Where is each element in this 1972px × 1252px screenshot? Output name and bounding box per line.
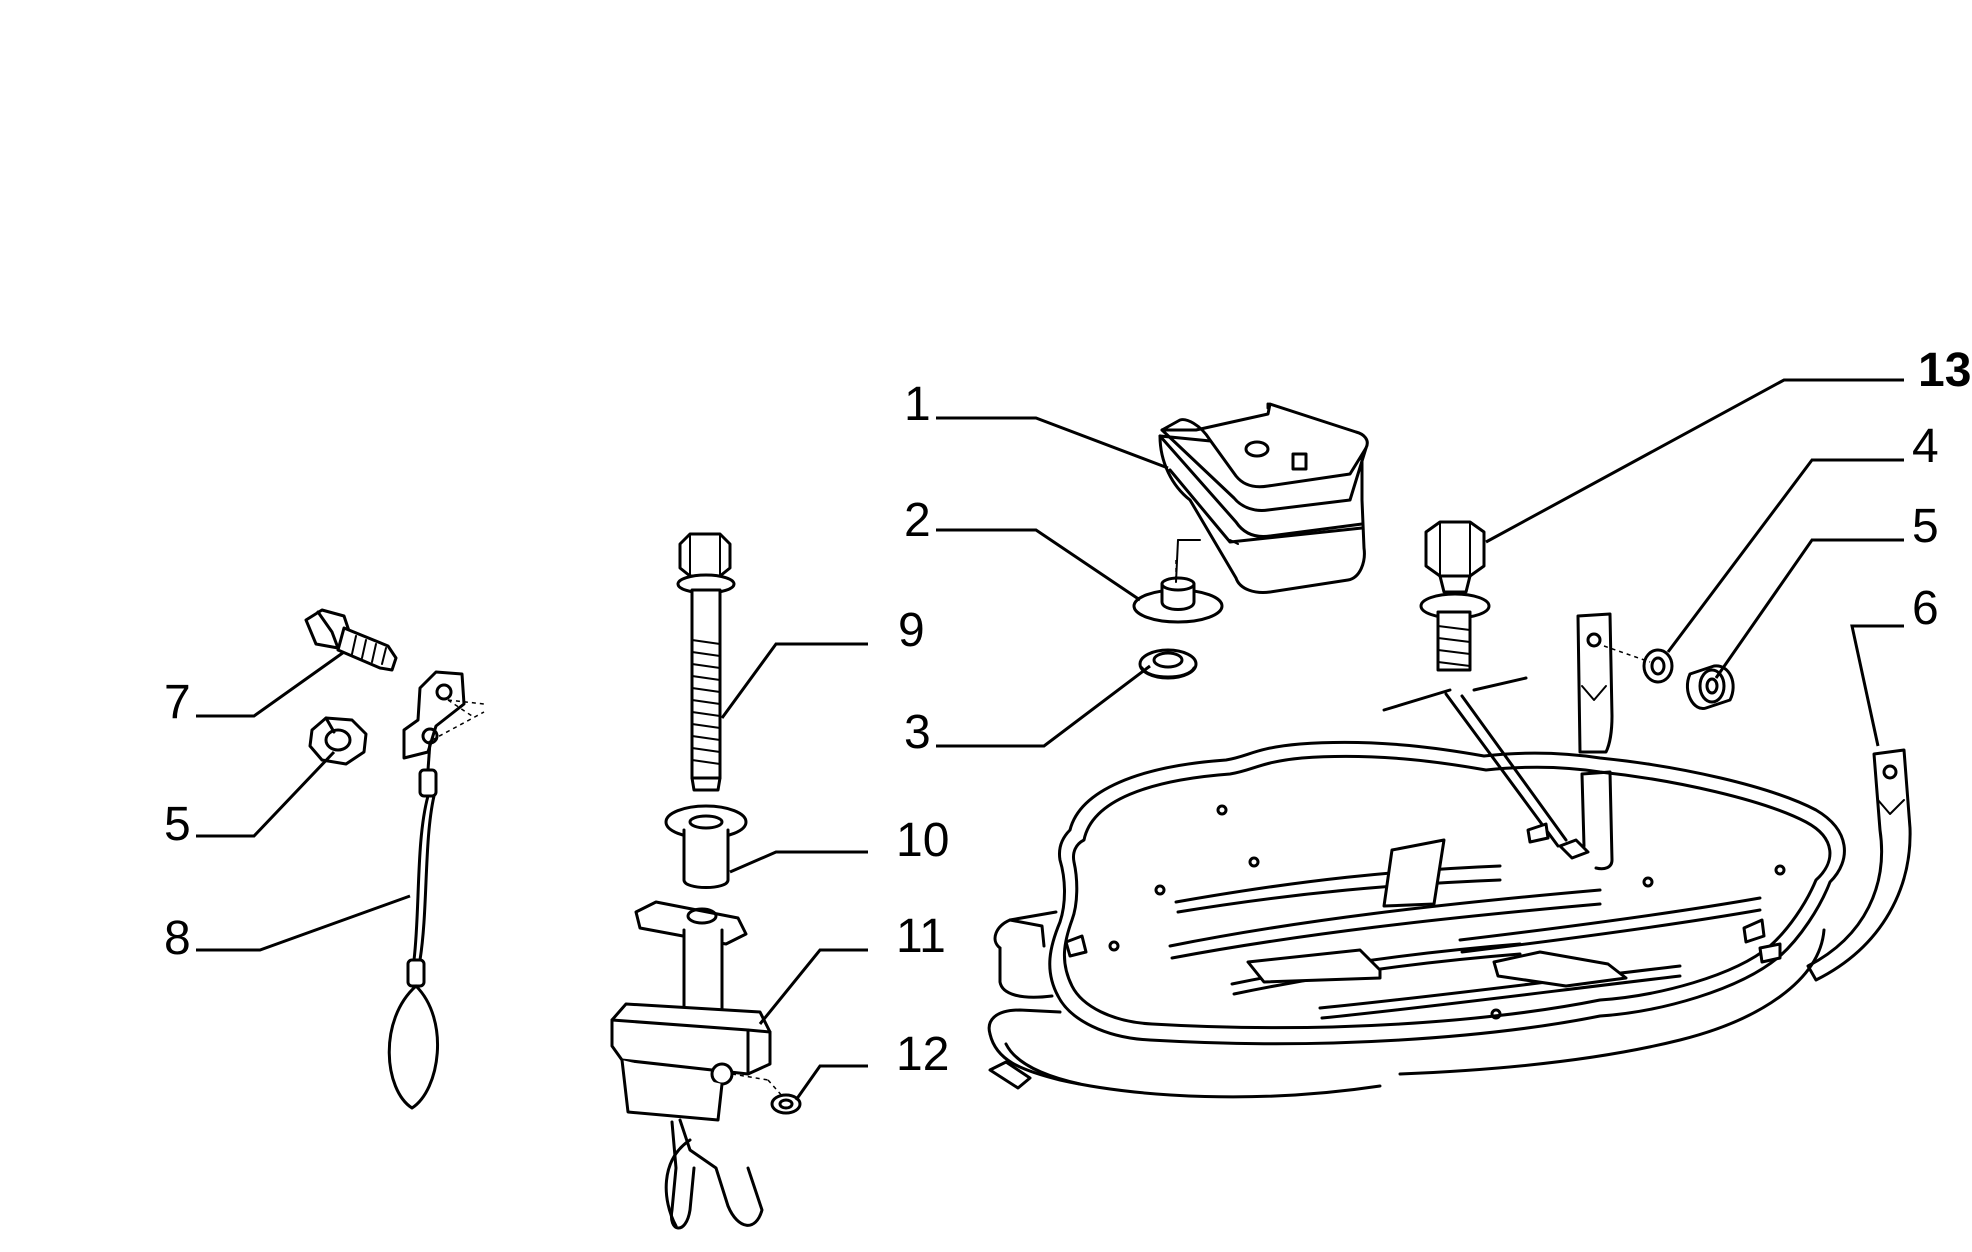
part-9-long-bolt (676, 532, 736, 792)
callout-9: 9 (898, 604, 925, 657)
part-4-washer (1642, 648, 1674, 684)
part-12-clip (770, 1093, 802, 1115)
callout-7: 7 (164, 676, 191, 729)
callout-5-left: 5 (164, 798, 191, 851)
part-8-cable (387, 740, 440, 1110)
cable-bracket (402, 670, 485, 760)
part-11-support (610, 900, 785, 1230)
callout-4: 4 (1912, 420, 1939, 473)
part-5-left-nut (308, 716, 368, 766)
part-2-insert (1132, 539, 1224, 624)
callout-leaders (196, 378, 1904, 1101)
callout-12: 12 (896, 1028, 949, 1081)
part-5-right-spacer (1685, 664, 1735, 710)
part-1-block (1158, 402, 1369, 594)
callout-11: 11 (896, 910, 946, 963)
callout-10: 10 (896, 814, 949, 867)
callout-8: 8 (164, 912, 191, 965)
callout-1: 1 (904, 378, 931, 431)
part-6-curved-strap (1806, 748, 1912, 982)
spare-wheel-tray (987, 676, 1846, 1099)
callout-13: 13 (1918, 344, 1971, 397)
callout-2: 2 (904, 494, 931, 547)
callout-3: 3 (904, 706, 931, 759)
part-10-bushing (664, 804, 748, 889)
part-13-stud (1419, 520, 1491, 672)
callout-labels: 1 2 3 4 5 6 13 7 5 8 9 10 11 12 (164, 344, 1971, 1081)
callout-5-right: 5 (1912, 500, 1939, 553)
callout-6: 6 (1912, 582, 1939, 635)
part-7-bolt (304, 608, 398, 672)
part-3-grommet (1138, 648, 1198, 680)
retaining-strap (1576, 612, 1651, 754)
